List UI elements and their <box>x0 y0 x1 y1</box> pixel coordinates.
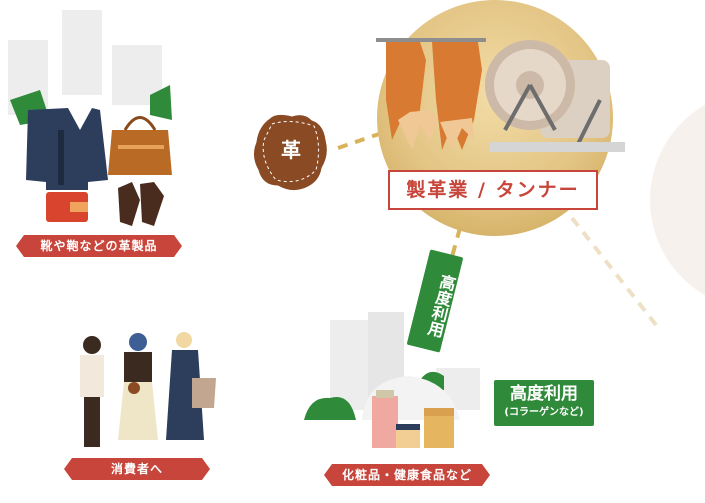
hanging-hides-illustration <box>376 38 486 150</box>
advanced-use-tag: 高度利用 (コラーゲンなど) <box>494 380 594 426</box>
leather-label: 革 <box>281 138 301 162</box>
faded-background-circle <box>650 104 705 296</box>
leather-goods-illustration <box>8 10 172 226</box>
consumer-label: 消費者へ <box>64 458 210 480</box>
cosmetics-label: 化粧品・健康食品など <box>324 464 490 486</box>
cosmetics-illustration <box>304 312 480 448</box>
leather-goods-label: 靴や鞄などの革製品 <box>16 235 182 257</box>
advanced-use-subtitle: (コラーゲンなど) <box>504 407 584 418</box>
line-tanner-to-right <box>570 216 662 332</box>
line-leather-to-tanner <box>337 130 386 150</box>
consumers-illustration <box>80 332 216 447</box>
advanced-use-title: 高度利用 <box>510 384 578 404</box>
leather-hide-shape <box>252 113 328 192</box>
tanning-drum-illustration <box>485 40 625 152</box>
tanner-label: 製革業 / タンナー <box>388 170 598 210</box>
